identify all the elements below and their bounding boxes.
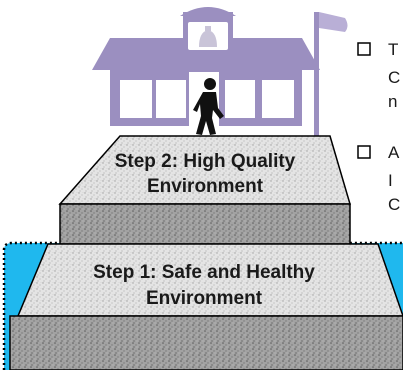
checkbox-icon xyxy=(357,42,371,56)
flag-icon xyxy=(314,12,348,140)
step-1-label-line1: Step 1: Safe and Healthy xyxy=(93,262,315,283)
bullet-1-line-1: T xyxy=(388,40,398,59)
bullet-2-line-1: A xyxy=(388,143,400,162)
step-2-block xyxy=(58,135,352,245)
bullet-item-2: A I C xyxy=(357,143,400,214)
bullet-item-1: T C n xyxy=(357,40,400,111)
checkbox-icon xyxy=(357,145,371,159)
bullet-2-line-3: C xyxy=(388,195,400,214)
step-1-label-line2: Environment xyxy=(146,288,263,309)
bullet-1-line-3: n xyxy=(388,92,397,111)
step-1-block xyxy=(9,243,403,370)
bell-icon xyxy=(199,30,217,47)
bullet-2-line-2: I xyxy=(388,171,393,190)
walking-person-icon xyxy=(193,78,224,135)
step-2-label-line2: Environment xyxy=(147,176,264,197)
bullet-1-line-2: C xyxy=(388,68,400,87)
step-2-label-line1: Step 2: High Quality xyxy=(115,151,296,172)
